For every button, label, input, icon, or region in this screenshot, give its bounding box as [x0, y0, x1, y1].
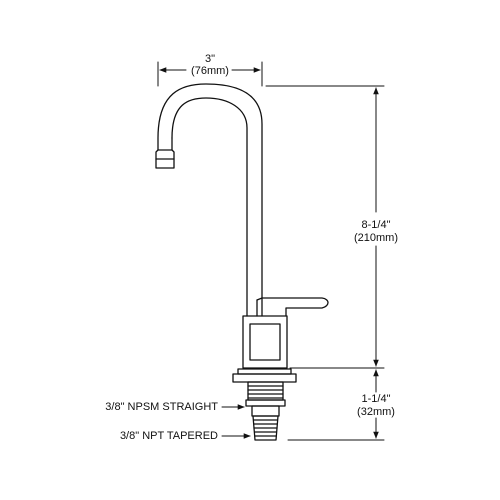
width-label-inch: 3" [204, 53, 216, 65]
height-label-mm: (210mm) [353, 232, 398, 244]
width-dimension [157, 61, 263, 87]
lever-handle [256, 297, 329, 317]
height-label-inch: 8-1/4" [361, 219, 391, 231]
height-dimension [265, 85, 385, 369]
shank-dimension [287, 369, 385, 441]
mounting-flange [232, 368, 297, 383]
faucet-body [242, 315, 288, 369]
gooseneck-spout [155, 83, 263, 317]
shank-label-mm: (32mm) [357, 406, 395, 418]
npt-callout: 3/8" NPT TAPERED [119, 430, 218, 442]
shank-label-inch: 1-1/4" [361, 393, 391, 405]
npsm-callout: 3/8" NPSM STRAIGHT [105, 401, 218, 413]
width-label-mm: (76mm) [191, 65, 229, 77]
threaded-shank [245, 381, 286, 441]
callout-leaders [221, 404, 251, 439]
